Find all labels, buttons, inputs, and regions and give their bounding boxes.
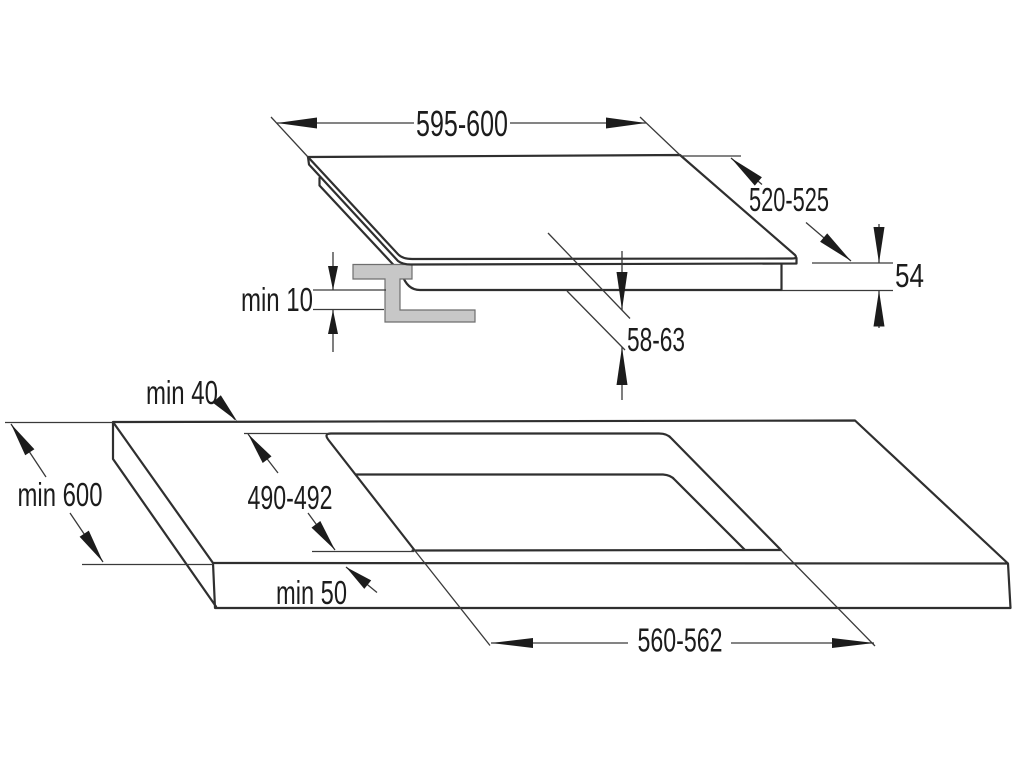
dim-hob-height: 54 [781,224,924,328]
dim-hob-depth: 520-525 [681,155,852,262]
dim-arrow [606,117,646,129]
dim-arrow [616,272,628,310]
worktop-figure: min 40 min 600 490-492 min 50 560-5 [5,374,1012,659]
extension-line [639,116,682,157]
dim-cutout-depth: 490-492 [247,433,336,551]
dim-arrow [311,521,335,550]
dim-label-hob-depth: 520-525 [749,181,829,218]
dim-install-depth: 58-63 [547,232,685,400]
dim-arrow [832,638,874,648]
dim-hob-width: 595-600 [270,103,682,158]
dim-arrow [346,567,372,589]
dim-label-install-depth: 58-63 [627,321,685,358]
dim-cutout-width: 560-562 [491,622,874,659]
dim-arrow [820,233,851,261]
dim-label-rear-clearance: min 40 [146,374,218,411]
cutout-front-edge [411,548,783,552]
extension-line [566,290,626,351]
dim-clearance-below: min 10 [241,252,386,352]
extension-line [413,549,491,646]
dim-label-worktop-depth: min 600 [18,476,103,513]
dim-arrow [328,310,338,334]
worktop-outline [111,419,1012,610]
dim-arrow [616,347,628,385]
hob-figure: 595-600 520-525 54 58-63 [241,103,924,400]
dim-arrow [79,530,103,562]
dim-arrow [731,158,762,186]
dim-label-hob-height: 54 [895,257,924,294]
extension-line [779,548,876,647]
dim-arrow [277,117,317,129]
dim-arrow [248,434,272,463]
extension-line [270,116,309,158]
dim-arrow [491,638,533,648]
dim-worktop-depth: min 600 [10,423,104,563]
dim-label-front-clearance: min 50 [276,574,347,611]
dim-label-clearance-below: min 10 [241,281,313,318]
dim-arrow [873,227,885,263]
dim-arrow [212,395,237,421]
hob-glass-top [306,153,798,261]
dim-arrow [11,424,35,456]
hob-glass-bottom-edge [306,155,798,266]
extension-line [547,232,631,319]
dim-label-cutout-width: 560-562 [638,622,723,659]
dim-rear-clearance: min 40 [146,374,237,421]
dim-arrow [328,266,338,290]
dim-front-clearance: min 50 [276,566,378,611]
mounting-bracket [352,263,476,323]
cutout-outline [325,432,782,551]
dim-arrow [873,290,885,327]
dim-label-hob-width: 595-600 [416,103,508,144]
cutout-inner-wall-edge [354,473,746,551]
dim-label-cutout-depth: 490-492 [248,479,333,516]
